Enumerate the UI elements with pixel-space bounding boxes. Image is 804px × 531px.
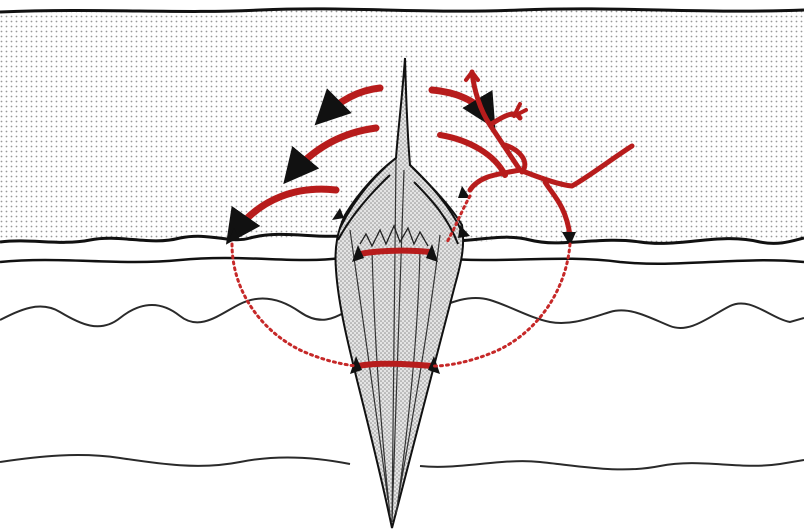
red-arrow-upper-crossing — [360, 251, 430, 254]
top-boundary-line — [0, 9, 804, 12]
red-arrow-lower-crossing — [358, 364, 432, 366]
